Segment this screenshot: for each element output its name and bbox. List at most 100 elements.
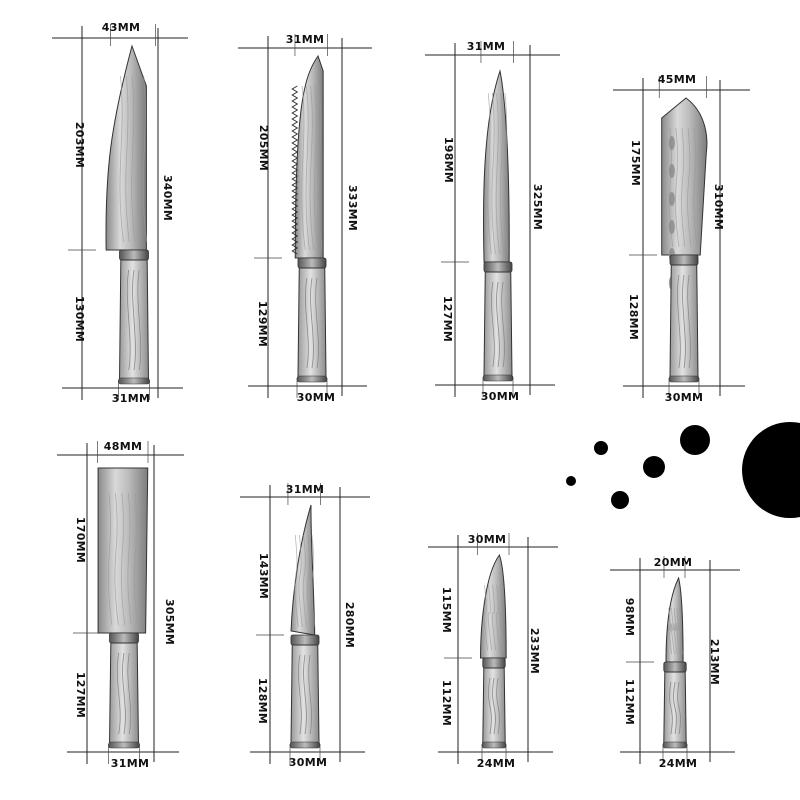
blade-length-label: 198MM (442, 137, 455, 183)
handle-grain (315, 277, 319, 369)
handle-grain (122, 652, 126, 735)
granton-dimple (668, 164, 675, 178)
total-length-label: 233MM (528, 628, 541, 674)
damascus-pattern (499, 92, 505, 255)
damascus-pattern (675, 127, 680, 248)
blade-width-label: 43MM (102, 21, 140, 34)
granton-dimple (668, 192, 675, 206)
blade-length-label: 175MM (629, 140, 642, 186)
handle-grain (682, 274, 686, 369)
damascus-pattern (298, 534, 303, 628)
damascus-pattern (495, 584, 501, 651)
handle-grain (673, 681, 677, 735)
damascus-pattern (309, 85, 315, 251)
knife-endcap (481, 741, 507, 749)
dot (643, 456, 665, 478)
dot (742, 422, 800, 518)
knife-blade (661, 97, 708, 256)
handle-grain (496, 677, 500, 735)
damascus-pattern (108, 492, 113, 626)
blade-width-label: 45MM (658, 73, 696, 86)
handle-grain (488, 677, 492, 735)
knife-endcap (668, 375, 700, 383)
damascus-pattern (504, 92, 509, 255)
blade-length-label: 143MM (257, 553, 270, 599)
damascus-pattern (678, 607, 683, 655)
damascus-pattern (306, 534, 312, 628)
handle-width-label: 31MM (111, 757, 149, 770)
damascus-pattern (119, 75, 124, 243)
blade-width-label: 31MM (467, 40, 505, 53)
handle-grain (496, 281, 500, 368)
handle-width-label: 30MM (665, 391, 703, 404)
damascus-pattern (487, 584, 492, 651)
knife-paring: 20MM 98MM 213MM 112MM 24MM (610, 556, 740, 770)
handle-grain (501, 281, 505, 368)
handle-grain (492, 677, 496, 735)
knife-blade (290, 504, 316, 636)
handle-length-label: 112MM (623, 679, 636, 725)
total-length-label: 340MM (161, 175, 174, 221)
total-length-label: 213MM (708, 639, 721, 685)
damascus-pattern (675, 607, 681, 655)
blade-width-label: 31MM (286, 483, 324, 496)
dot (566, 476, 576, 486)
handle-grain (669, 681, 673, 735)
damascus-pattern (131, 75, 136, 243)
damascus-pattern (313, 85, 319, 251)
decorative-dots (566, 422, 800, 518)
blade-length-label: 98MM (623, 598, 636, 636)
knife-endcap (662, 741, 688, 749)
handle-length-label: 130MM (73, 296, 86, 342)
damascus-pattern (487, 92, 492, 255)
blade-length-label: 115MM (440, 587, 453, 633)
handle-width-label: 24MM (659, 757, 697, 770)
damascus-pattern (499, 584, 505, 651)
handle-grain (298, 654, 302, 735)
damascus-pattern (114, 492, 119, 626)
handle-width-label: 30MM (297, 391, 335, 404)
knife-bolster (109, 632, 139, 644)
knife-endcap (296, 375, 328, 383)
blade-length-label: 205MM (257, 125, 270, 171)
dot (594, 441, 608, 455)
handle-grain (677, 681, 681, 735)
handle-grain (310, 277, 314, 369)
handle-grain (677, 274, 681, 369)
dot (680, 425, 710, 455)
damascus-pattern (491, 584, 497, 651)
damascus-pattern (318, 85, 323, 251)
knife-bolster (482, 657, 506, 669)
blade-width-label: 20MM (654, 556, 692, 569)
handle-length-label: 127MM (441, 296, 454, 342)
damascus-pattern (125, 75, 130, 243)
damascus-pattern (305, 85, 310, 251)
dot (611, 491, 629, 509)
blade-width-label: 48MM (104, 440, 142, 453)
handle-grain (132, 269, 136, 371)
blade-width-label: 31MM (286, 33, 324, 46)
handle-grain (126, 269, 131, 371)
total-length-label: 310MM (712, 184, 725, 230)
blade-length-label: 203MM (73, 122, 86, 168)
blade-length-label: 170MM (74, 517, 87, 563)
damascus-pattern (687, 127, 692, 248)
damascus-pattern (127, 492, 132, 626)
handle-grain (305, 277, 309, 369)
damascus-pattern (142, 75, 148, 243)
handle-length-label: 129MM (256, 301, 269, 347)
handle-grain (308, 654, 312, 735)
damascus-pattern (311, 534, 316, 628)
granton-dimple (668, 136, 675, 150)
knife-bolster (290, 634, 320, 646)
knife-endcap (108, 741, 140, 749)
handle-grain (687, 274, 691, 369)
handle-length-label: 112MM (440, 680, 453, 726)
handle-grain (491, 281, 495, 368)
handle-width-label: 30MM (289, 756, 327, 769)
